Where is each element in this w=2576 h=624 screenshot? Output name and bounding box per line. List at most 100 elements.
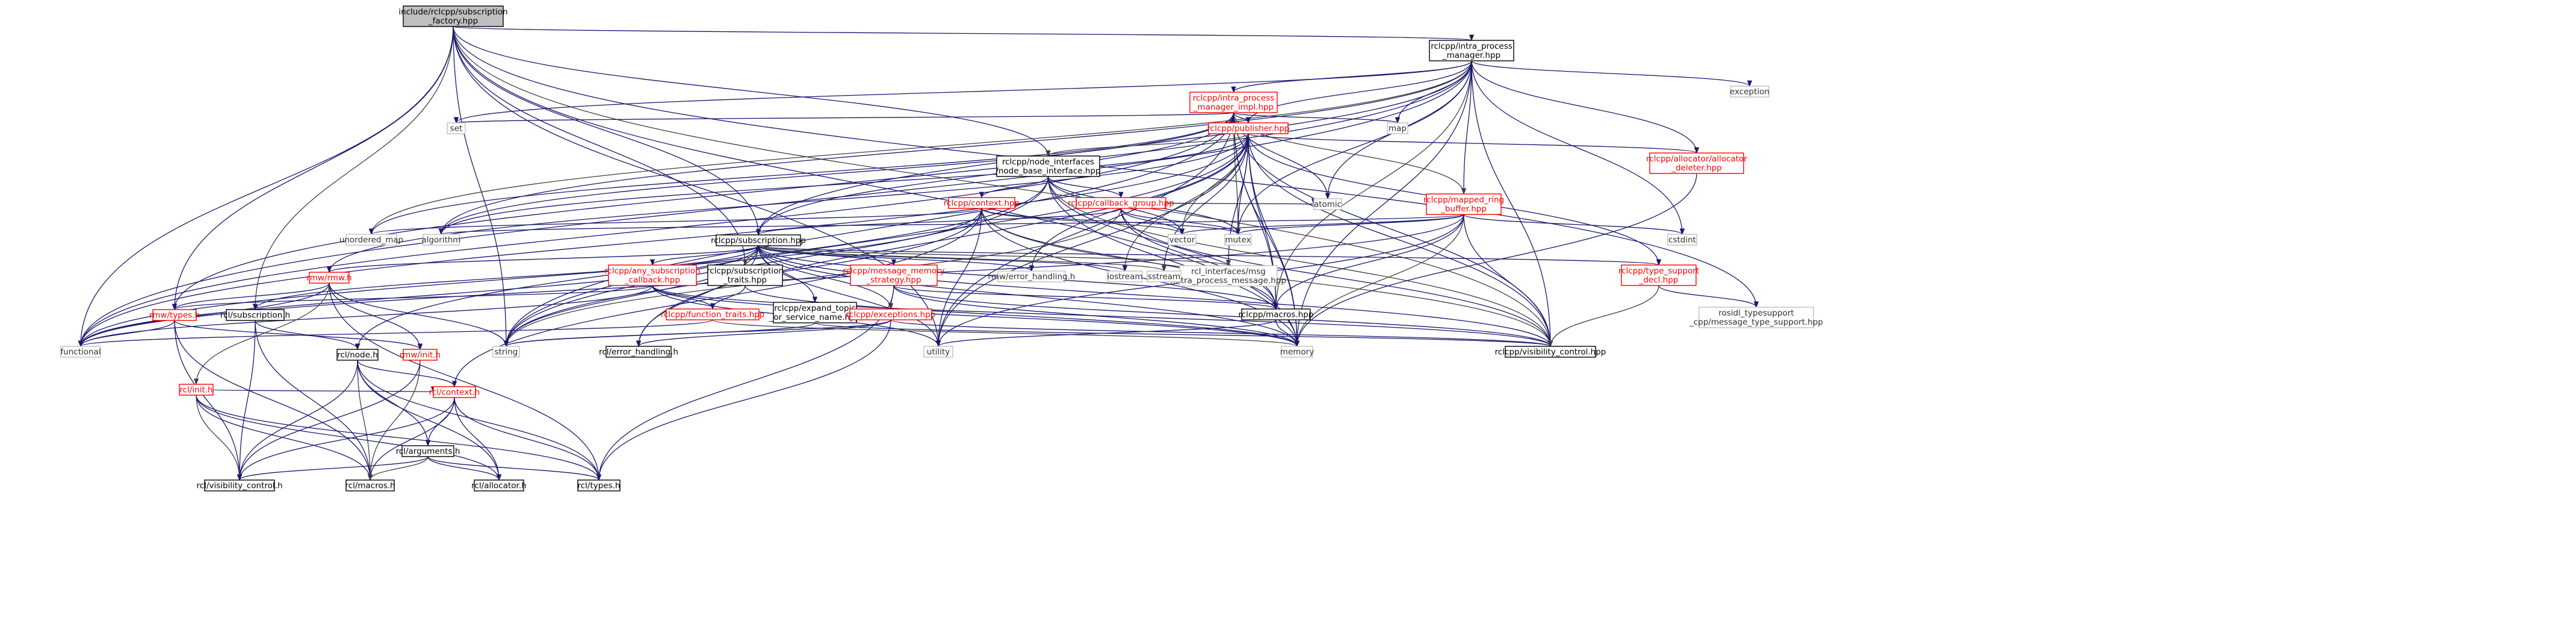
include-edge <box>252 245 759 311</box>
node-map[interactable]: map <box>1387 122 1408 134</box>
node-box <box>1179 265 1278 287</box>
node-msg-mem[interactable]: rclcpp/message_memory_strategy.hpp <box>843 264 945 286</box>
node-mutex[interactable]: mutex <box>1224 234 1252 246</box>
include-edge <box>252 26 454 311</box>
node-func-traits[interactable]: rclcpp/function_traits.hpp <box>661 308 765 320</box>
node-label: _decl.hpp <box>1639 275 1679 285</box>
node-expand-topic[interactable]: rclcpp/expand_topic_or_service_name.hpp <box>769 302 861 323</box>
include-edge <box>1233 112 1400 124</box>
include-edge <box>981 208 1240 236</box>
node-label: rclcpp/macros.hpp <box>1239 310 1314 320</box>
node-label: rmw/rmw.h <box>306 273 351 283</box>
include-edge <box>237 397 455 481</box>
node-cstdint[interactable]: cstdint <box>1667 234 1697 246</box>
node-box <box>608 264 697 286</box>
include-edge <box>1120 208 1553 348</box>
include-edge <box>1273 214 1464 310</box>
include-edge <box>454 60 1472 124</box>
node-rcl-args[interactable]: rcl/arguments.h <box>396 445 460 457</box>
node-intra[interactable]: rclcpp/intra_process_manager.hpp <box>1429 40 1514 61</box>
node-macros-hpp[interactable]: rclcpp/macros.hpp <box>1239 308 1314 320</box>
node-cbgroup[interactable]: rclcpp/callback_group.hpp <box>1068 197 1174 209</box>
include-edge <box>745 285 1299 348</box>
include-edge <box>453 26 1473 42</box>
node-subscription[interactable]: rclcpp/subscription.hpp <box>711 234 806 246</box>
node-algorithm[interactable]: algorithm <box>421 234 461 246</box>
node-label: rcl/subscription.h <box>220 311 290 320</box>
include-edge <box>367 456 429 481</box>
include-edge <box>503 176 1049 348</box>
node-unordered-map[interactable]: unordered_map <box>339 234 403 246</box>
node-vector[interactable]: vector <box>1168 234 1197 246</box>
node-memory[interactable]: memory <box>1280 346 1314 358</box>
include-edge <box>1235 133 1249 236</box>
node-rmw-rmw[interactable]: rmw/rmw.h <box>306 272 352 284</box>
node-utility[interactable]: utility <box>923 346 953 358</box>
node-label: _traits.hpp <box>723 275 767 285</box>
node-rcl-errh[interactable]: rcl/error_handling.h <box>599 346 678 358</box>
node-rcl-node[interactable]: rcl/node.h <box>336 349 379 361</box>
node-atomic[interactable]: atomic <box>1313 198 1342 210</box>
node-rcl-types[interactable]: rcl/types.h <box>577 479 621 491</box>
node-rcl-context[interactable]: rcl/context.h <box>429 386 480 398</box>
include-edge <box>453 26 941 348</box>
node-rcl-intra-msg[interactable]: rcl_interfaces/msg/intra_process_message… <box>1171 265 1286 287</box>
include-edge <box>1180 214 1464 236</box>
node-sub-traits[interactable]: rclcpp/subscription_traits.hpp <box>707 264 784 286</box>
include-edge <box>935 208 982 348</box>
node-rcl-vis[interactable]: rcl/visibility_control.h <box>197 479 283 491</box>
node-label: sstream <box>1148 272 1180 282</box>
node-nbi[interactable]: rclcpp/node_interfaces/node_base_interfa… <box>995 155 1101 177</box>
node-rcl-alloc[interactable]: rcl/allocator.h <box>471 479 527 491</box>
include-edge <box>357 360 457 388</box>
node-box <box>997 270 1066 282</box>
node-functional[interactable]: functional <box>60 346 101 358</box>
node-set[interactable]: set <box>447 122 466 134</box>
node-box <box>1426 193 1502 215</box>
include-edge <box>451 208 982 388</box>
node-intra-impl[interactable]: rclcpp/intra_process_manager_impl.hpp <box>1189 92 1278 113</box>
include-edge <box>438 112 1234 236</box>
node-box <box>1147 270 1181 282</box>
include-edge <box>1471 60 1553 348</box>
node-rmw-err[interactable]: rmw/error_handling.h <box>988 270 1076 282</box>
node-rmw-types[interactable]: rmw/types.h <box>149 309 200 321</box>
include-edge <box>893 285 1278 310</box>
node-root[interactable]: include/rclcpp/subscription_factory.hpp <box>398 5 508 27</box>
include-edge <box>1161 133 1249 272</box>
node-rmw-init[interactable]: rmw/init.h <box>400 349 441 361</box>
node-box <box>1505 346 1596 358</box>
node-type-support[interactable]: rclcpp/type_support_decl.hpp <box>1618 264 1699 286</box>
node-sstream[interactable]: sstream <box>1147 270 1181 282</box>
include-edge <box>454 112 1234 124</box>
node-rcl-init[interactable]: rcl/init.h <box>179 384 214 396</box>
node-string[interactable]: string <box>492 346 520 358</box>
node-label: utility <box>927 348 950 357</box>
node-exception[interactable]: exception <box>1730 86 1769 98</box>
include-edge <box>368 60 1472 236</box>
node-box <box>1649 152 1744 174</box>
include-edge <box>1294 60 1472 348</box>
node-publisher[interactable]: rclcpp/publisher.hpp <box>1207 122 1290 134</box>
node-box <box>1189 92 1278 113</box>
node-mapped-ring[interactable]: rclcpp/mapped_ring_buffer.hpp <box>1423 193 1504 215</box>
node-box <box>1107 270 1143 282</box>
include-edge <box>503 112 1234 348</box>
include-edge <box>758 245 941 348</box>
node-rcl-sub[interactable]: rcl/subscription.h <box>220 309 290 321</box>
node-allocator-deleter[interactable]: rclcpp/allocator/allocator_deleter.hpp <box>1646 152 1747 174</box>
node-any-cb[interactable]: rclcpp/any_subscription_callback.hpp <box>604 264 701 286</box>
node-vis-hpp[interactable]: rclcpp/visibility_control.hpp <box>1495 346 1606 358</box>
node-iostream[interactable]: iostream <box>1107 270 1143 282</box>
include-edge <box>237 456 429 481</box>
node-rcl-macros[interactable]: rcl/macros.h <box>345 479 395 491</box>
node-label: rclcpp/function_traits.hpp <box>661 310 765 320</box>
node-rosidl[interactable]: rosidl_typesupport_cpp/message_type_supp… <box>1689 307 1823 328</box>
node-exceptions[interactable]: rclcpp/exceptions.hpp <box>846 308 936 320</box>
include-edge <box>196 395 373 481</box>
node-box <box>1168 234 1197 246</box>
include-edge <box>1294 214 1464 348</box>
include-edge <box>237 360 358 481</box>
node-context[interactable]: rclcpp/context.hpp <box>944 197 1020 209</box>
node-label: rclcpp/expand_topic <box>774 304 856 313</box>
